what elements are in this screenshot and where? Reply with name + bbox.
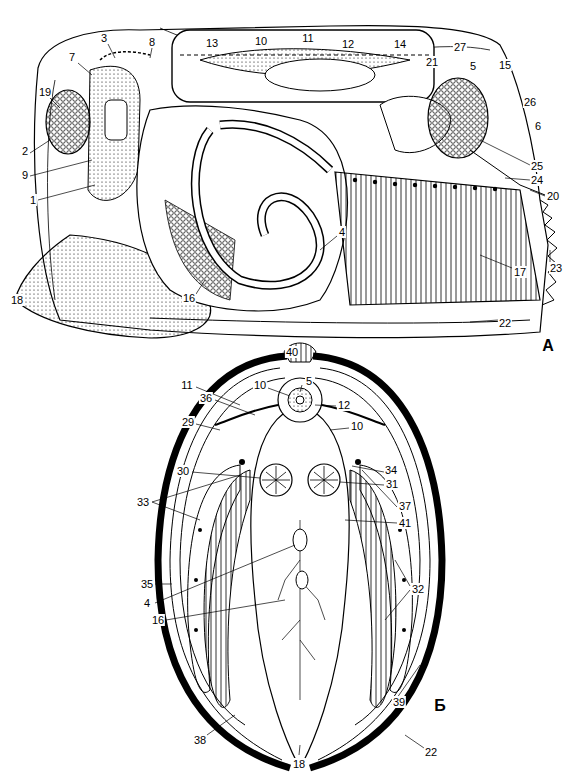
callout-number: 24 [530,174,544,186]
callout-number: 19 [38,86,52,98]
panel-letter: Б [433,697,447,714]
callout-number: 27 [453,41,467,53]
panel-letter: А [541,337,555,354]
callout-number: 12 [341,38,355,50]
callout-number: 20 [546,190,560,202]
callout-number: 37 [398,500,412,512]
callout-number: 38 [193,734,207,746]
callout-number: 13 [205,37,219,49]
callout-number: 4 [143,597,151,609]
callout-number: 3 [100,32,108,44]
callout-number: 14 [393,38,407,50]
callout-number: 17 [513,266,527,278]
callout-number: 2 [21,145,29,157]
callout-number: 18 [292,758,306,770]
callout-number: 8 [148,36,156,48]
callout-number: 10 [253,379,267,391]
callout-number: 6 [534,120,542,132]
callout-number: 10 [350,420,364,432]
callout-number: 40 [285,346,299,358]
callout-number: 29 [181,416,195,428]
callout-number: 30 [176,465,190,477]
callout-number: 39 [392,696,406,708]
callout-number: 12 [337,399,351,411]
callout-number: 22 [424,746,438,758]
callout-number: 34 [384,464,398,476]
callout-number: 7 [68,51,76,63]
callout-number: 25 [530,160,544,172]
callout-number: 15 [498,59,512,71]
callout-number: 32 [411,583,425,595]
callout-number: 41 [398,517,412,529]
callout-number: 16 [182,292,196,304]
callout-number: 26 [523,96,537,108]
callout-number: 1 [29,194,37,206]
callout-number: 11 [180,379,193,391]
callout-number: 22 [498,317,512,329]
callout-number: 18 [10,294,24,306]
callout-number: 21 [425,56,439,68]
callout-number: 31 [385,478,399,490]
callout-number: 35 [140,578,154,590]
callout-number: 4 [338,226,346,238]
callout-number: 11 [301,32,314,44]
callout-number: 36 [199,392,213,404]
callout-number: 23 [549,262,563,274]
callout-number: 33 [136,496,150,508]
callout-number: 5 [305,375,313,387]
callout-number: 10 [254,35,268,47]
callout-number: 9 [21,169,29,181]
callout-number: 16 [151,614,165,626]
callout-number: 5 [469,60,477,72]
